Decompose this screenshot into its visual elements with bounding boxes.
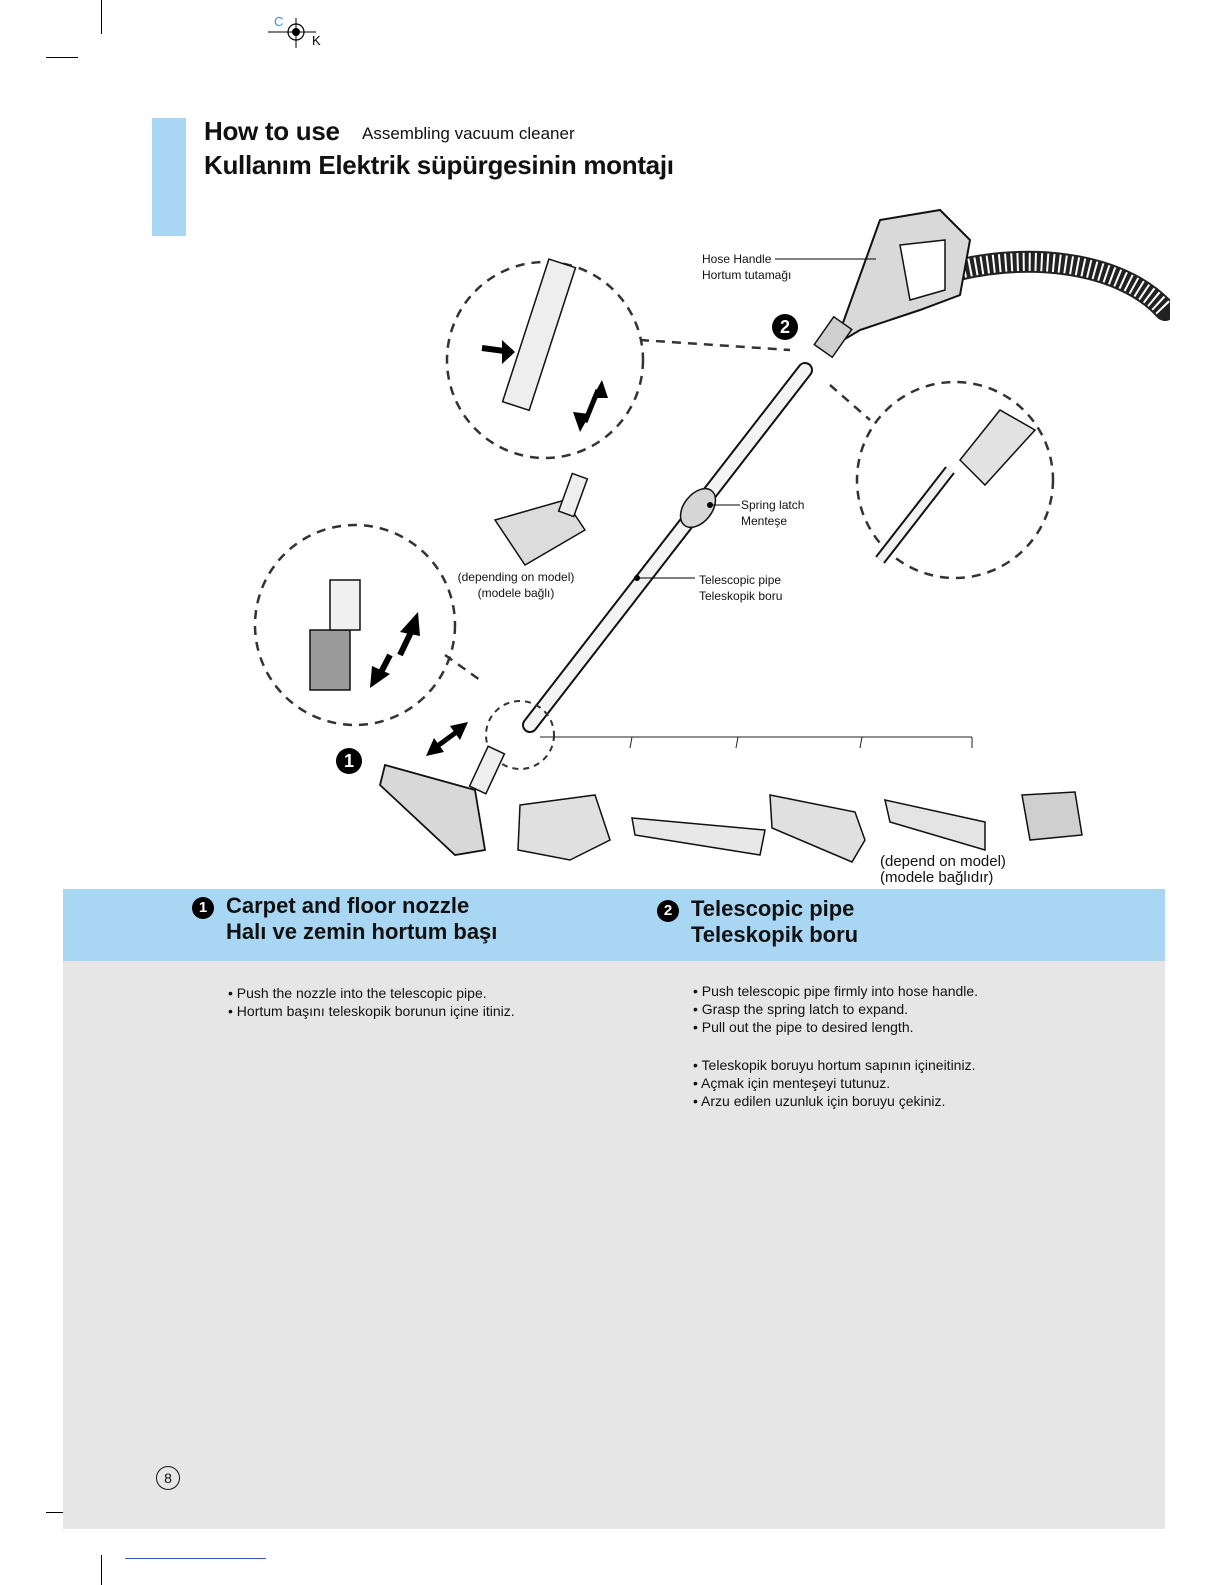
handle-connector-icon [813,315,853,359]
turbo-brush-icon [517,794,611,861]
spring-latch-icon [679,487,717,529]
section-1-title-en: Carpet and floor nozzle [226,893,470,918]
step-2-marker: 2 [772,314,798,340]
section-1-title-tr: Halı ve zemin hortum başı [226,919,498,944]
section-1-number: 1 [192,897,214,919]
depend-model-label-tr: (modele bağlıdır) [880,869,994,886]
accessory-tool-icon [493,499,587,567]
section-2-title-en: Telescopic pipe [691,896,855,921]
crop-mark [101,1555,102,1585]
telescopic-pipe-label-tr: Teleskopik boru [699,589,783,603]
section-2-title: Telescopic pipe Teleskopik boru [691,896,858,948]
hose-handle-icon [833,208,972,348]
section-2-bullets-tr: Teleskopik boruyu hortum sapının içineit… [693,1056,975,1110]
list-item: Açmak için menteşeyi tutunuz. [693,1074,975,1092]
hose-handle-label-en: Hose Handle [702,252,772,266]
page-subtitle: Assembling vacuum cleaner [362,124,575,143]
depending-model-label-tr: (modele bağlı) [477,586,555,600]
crop-mark [46,1512,78,1513]
hose-handle-label-tr: Hortum tutamağı [702,268,792,282]
list-item: Teleskopik boruyu hortum sapının içineit… [693,1056,976,1074]
nozzle-click-callout [253,523,457,727]
spring-latch-label-tr: Menteşe [741,514,788,528]
depending-model-label: (depending on model) (modele bağlı) [450,569,582,601]
page-title: How to use [204,116,340,146]
vacuum-assembly-illustration [253,208,1170,863]
hose-handle-label: Hose Handle Hortum tutamağı [702,251,791,283]
telescopic-pipe-label: Telescopic pipe Teleskopik boru [699,572,782,604]
depend-model-label-en: (depend on model) [880,853,1006,870]
list-item: Grasp the spring latch to expand. [693,1000,978,1018]
crop-mark [46,57,78,58]
list-item: Push the nozzle into the telescopic pipe… [228,984,515,1002]
telescopic-pipe-label-en: Telescopic pipe [699,573,782,587]
nozzle-detail-callout [485,700,555,770]
pet-turbine-nozzle-icon [1021,791,1083,841]
depend-model-label: (depend on model) (modele bağlıdır) [880,854,1006,886]
section-2-bullets-en: Push telescopic pipe firmly into hose ha… [693,982,978,1036]
list-item: Push telescopic pipe firmly into hose ha… [693,982,978,1000]
crop-mark [101,0,102,34]
list-item: Pull out the pipe to desired length. [693,1018,978,1036]
handle-detail-callout [445,260,645,460]
section-body [63,961,1165,1529]
spring-latch-label-en: Spring latch [741,498,805,512]
hard-floor-nozzle-icon [884,799,986,852]
list-item: Arzu edilen uzunluk için boruyu çekiniz. [693,1092,975,1110]
page-title-tr: Kullanım Elektrik süpürgesinin montajı [204,150,674,180]
section-1-bullets: Push the nozzle into the telescopic pipe… [228,984,515,1020]
step-1-marker: 1 [336,748,362,774]
page-number: 8 [156,1466,180,1490]
list-item: Hortum başını teleskopik borunun içine i… [228,1002,515,1020]
header-accent-bar [152,118,186,236]
registration-target-icon [268,18,316,48]
section-header-band [63,889,1165,961]
section-2-title-tr: Teleskopik boru [691,922,859,947]
footer-link-underline [125,1558,266,1559]
registration-c: C [274,14,284,29]
spring-latch-label: Spring latch Menteşe [741,497,804,529]
carpet-floor-nozzle-icon [378,763,487,856]
section-2-number: 2 [657,900,679,922]
connection-detail-callout [855,380,1055,580]
flat-floor-nozzle-icon [631,817,766,856]
depending-model-label-en: (depending on model) [457,570,575,584]
registration-k: K [312,33,321,48]
parquet-nozzle-icon [769,794,866,863]
section-1-title: Carpet and floor nozzle Halı ve zemin ho… [226,893,497,945]
